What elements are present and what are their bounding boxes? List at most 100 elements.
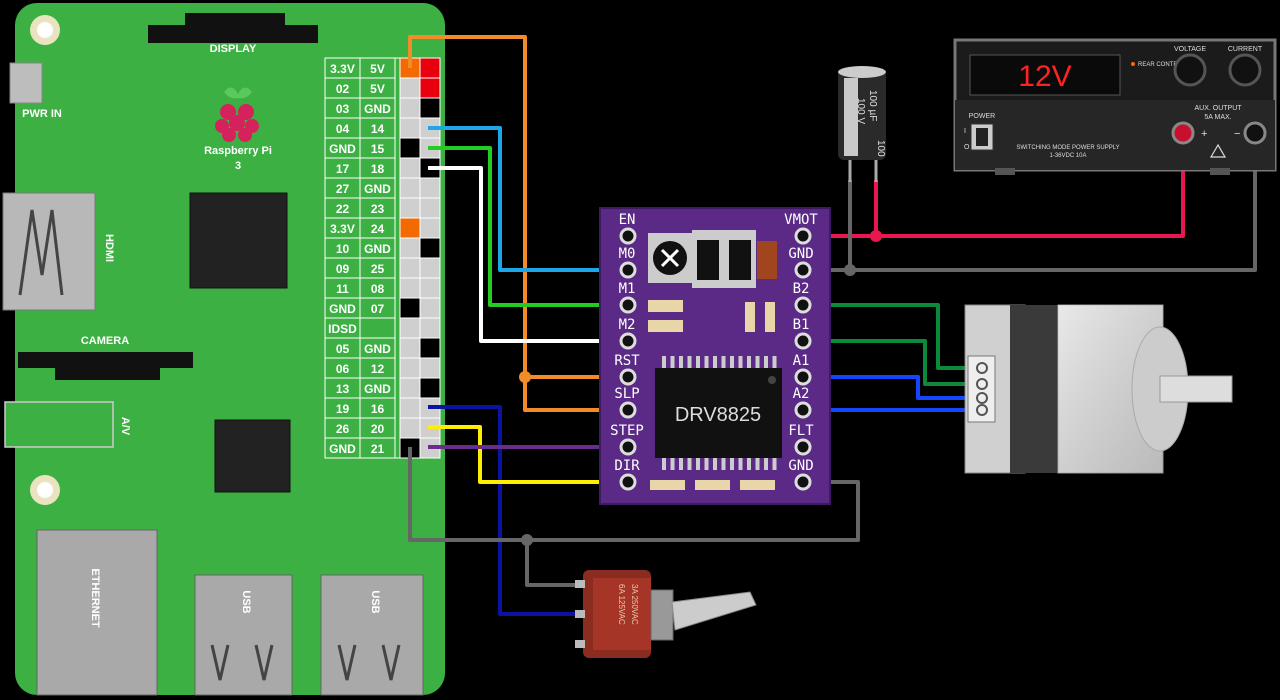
gpio-pin-label: 03 bbox=[336, 102, 350, 116]
gpio-pin-label: 13 bbox=[336, 382, 350, 396]
gpio-pin-label: 21 bbox=[371, 442, 385, 456]
driver-pin[interactable] bbox=[619, 261, 637, 279]
wire-a1 bbox=[803, 375, 978, 400]
gpio-pin[interactable] bbox=[399, 237, 421, 259]
psu-display: 12V bbox=[1018, 60, 1071, 93]
chip-leg bbox=[696, 356, 700, 368]
gpio-pin[interactable] bbox=[419, 257, 441, 279]
wire-5v-slp-rst bbox=[408, 35, 628, 412]
gpio-pin-label: GND bbox=[329, 302, 356, 316]
driver-pin[interactable] bbox=[794, 473, 812, 491]
driver-pin[interactable] bbox=[619, 368, 637, 386]
gpio-pin[interactable] bbox=[399, 277, 421, 299]
gpio-pin[interactable] bbox=[399, 417, 421, 439]
gpio-pin[interactable] bbox=[419, 237, 441, 259]
chip-leg bbox=[764, 356, 768, 368]
gpio-pin[interactable] bbox=[419, 57, 441, 79]
gpio-pin[interactable] bbox=[399, 117, 421, 139]
psu-on-label: I bbox=[964, 128, 966, 135]
gpio-pin-label: GND bbox=[364, 102, 391, 116]
gpio-pin[interactable] bbox=[399, 157, 421, 179]
chip-leg bbox=[747, 458, 751, 470]
gpio-pin[interactable] bbox=[399, 377, 421, 399]
driver-pin[interactable] bbox=[794, 227, 812, 245]
chip-leg bbox=[764, 458, 768, 470]
gpio-pin-label: GND bbox=[364, 182, 391, 196]
psu-aux-label: AUX. OUTPUT bbox=[1194, 105, 1242, 112]
current-knob[interactable] bbox=[1228, 53, 1262, 87]
gpio-pin[interactable] bbox=[399, 357, 421, 379]
gpio-pin[interactable] bbox=[419, 297, 441, 319]
voltage-knob[interactable] bbox=[1173, 53, 1207, 87]
gpio-label-cell bbox=[359, 437, 396, 459]
gpio-pin[interactable] bbox=[399, 317, 421, 339]
positive-terminal[interactable] bbox=[1171, 121, 1195, 145]
gpio-pin[interactable] bbox=[419, 377, 441, 399]
gpio-pin[interactable] bbox=[399, 217, 421, 239]
capacitor-code: 100 bbox=[875, 140, 886, 157]
gpio-pin[interactable] bbox=[419, 177, 441, 199]
driver-pin[interactable] bbox=[619, 332, 637, 350]
gpio-pin[interactable] bbox=[399, 137, 421, 159]
camera-connector bbox=[18, 352, 193, 380]
gpio-pin-label: 10 bbox=[336, 242, 350, 256]
gpio-pin[interactable] bbox=[419, 277, 441, 299]
gpio-pin[interactable] bbox=[419, 357, 441, 379]
gpio-pin[interactable] bbox=[419, 197, 441, 219]
power-supply: 12V REAR CONTROL VOLTAGE CURRENT POWER I… bbox=[953, 38, 1277, 175]
gpio-pin[interactable] bbox=[419, 317, 441, 339]
cpu-chip bbox=[189, 192, 288, 289]
driver-pin[interactable] bbox=[794, 332, 812, 350]
driver-pin[interactable] bbox=[794, 368, 812, 386]
toggle-switch[interactable]: 3A 250VAC 6A 125VAC bbox=[575, 570, 757, 658]
psu-remote-label: REAR CONTROL bbox=[1138, 62, 1186, 68]
gpio-pin-label: 25 bbox=[371, 262, 385, 276]
chip-leg bbox=[704, 356, 709, 368]
switch-rating-2: 6A 125VAC bbox=[617, 584, 626, 625]
chip-leg bbox=[755, 356, 760, 368]
gpio-pin[interactable] bbox=[399, 397, 421, 419]
gpio-pin-label: 15 bbox=[371, 142, 385, 156]
gpio-pin-label: IDSD bbox=[328, 322, 357, 336]
gpio-pin-label: 20 bbox=[371, 422, 385, 436]
driver-pin[interactable] bbox=[794, 296, 812, 314]
driver-pin-label: M0 bbox=[619, 246, 636, 262]
chip-leg bbox=[670, 356, 675, 368]
driver-pin[interactable] bbox=[794, 401, 812, 419]
gpio-pin[interactable] bbox=[419, 217, 441, 239]
negative-terminal[interactable] bbox=[1243, 121, 1267, 145]
driver-pin[interactable] bbox=[619, 401, 637, 419]
gpio-pin[interactable] bbox=[399, 257, 421, 279]
driver-pin[interactable] bbox=[619, 473, 637, 491]
wire-gpio15-m1 bbox=[428, 146, 628, 307]
capacitor: 100 µF 100 V 100 bbox=[838, 66, 886, 182]
driver-pin[interactable] bbox=[619, 296, 637, 314]
gpio-pin[interactable] bbox=[399, 77, 421, 99]
gpio-pin-label: 16 bbox=[371, 402, 385, 416]
chip-leg bbox=[687, 458, 692, 470]
gpio-pin-label: 24 bbox=[371, 222, 385, 236]
driver-pin[interactable] bbox=[619, 227, 637, 245]
gpio-pin-label: GND bbox=[329, 442, 356, 456]
gpio-pin-label: 5V bbox=[370, 82, 385, 96]
gpio-pin[interactable] bbox=[419, 77, 441, 99]
gpio-pin-label: 5V bbox=[370, 62, 385, 76]
chip-leg bbox=[662, 458, 666, 470]
chip-leg bbox=[670, 458, 675, 470]
chip-legs bbox=[662, 356, 777, 470]
gpio-pin[interactable] bbox=[399, 197, 421, 219]
driver-pin[interactable] bbox=[794, 438, 812, 456]
gpio-pin-label: 27 bbox=[336, 182, 350, 196]
gpio-pin[interactable] bbox=[399, 97, 421, 119]
drv8825-chip-label: DRV8825 bbox=[675, 404, 761, 426]
gpio-pin[interactable] bbox=[399, 177, 421, 199]
gpio-pin[interactable] bbox=[399, 337, 421, 359]
driver-pin[interactable] bbox=[794, 261, 812, 279]
gpio-pin[interactable] bbox=[419, 97, 441, 119]
gpio-pin[interactable] bbox=[419, 337, 441, 359]
gpio-pin-label: 19 bbox=[336, 402, 350, 416]
driver-pin[interactable] bbox=[619, 438, 637, 456]
gpio-pin[interactable] bbox=[399, 297, 421, 319]
